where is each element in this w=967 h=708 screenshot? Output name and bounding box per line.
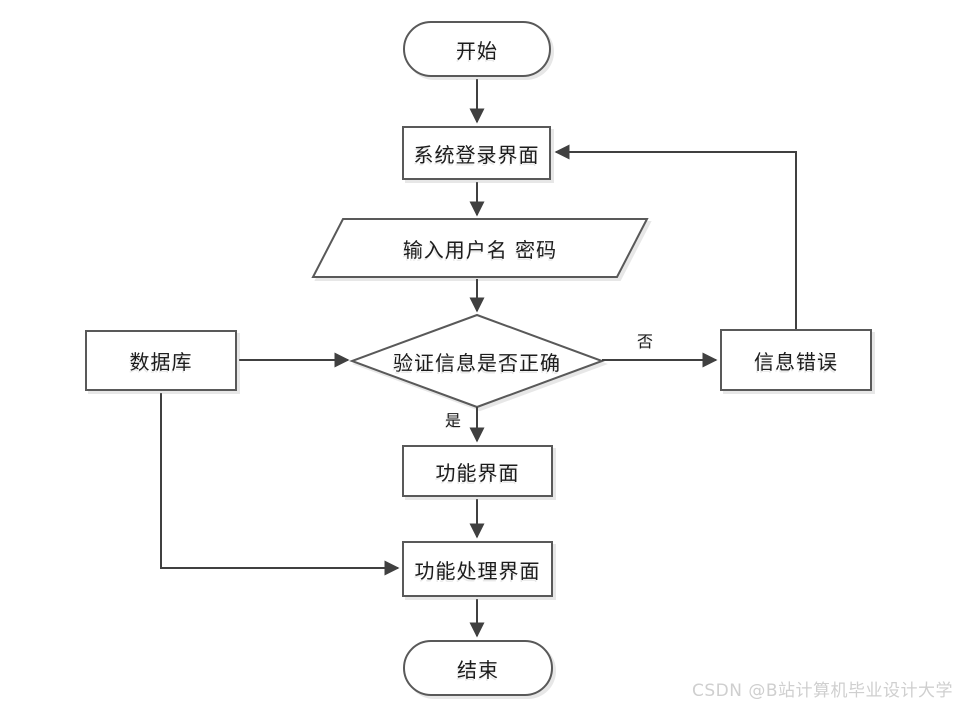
node-error-message: 信息错误 — [720, 329, 872, 391]
node-login-screen: 系统登录界面 — [402, 126, 551, 180]
edge-label-yes: 是 — [444, 411, 461, 430]
csdn-watermark: CSDN @B站计算机毕业设计大学 — [691, 681, 953, 701]
node-end: 结束 — [403, 640, 553, 696]
node-input-credentials-label: 输入用户名 密码 — [402, 237, 558, 262]
node-function-process-screen: 功能处理界面 — [402, 541, 553, 597]
node-function-screen: 功能界面 — [402, 445, 553, 497]
edge-database-to-funcproc — [160, 393, 400, 576]
input-parallelogram-shape — [311, 218, 649, 278]
edge-error-to-login — [554, 144, 797, 329]
node-verify-decision-label: 验证信息是否正确 — [393, 350, 561, 375]
node-start: 开始 — [403, 21, 551, 77]
edge-label-no: 否 — [636, 332, 653, 351]
node-database: 数据库 — [85, 330, 237, 391]
